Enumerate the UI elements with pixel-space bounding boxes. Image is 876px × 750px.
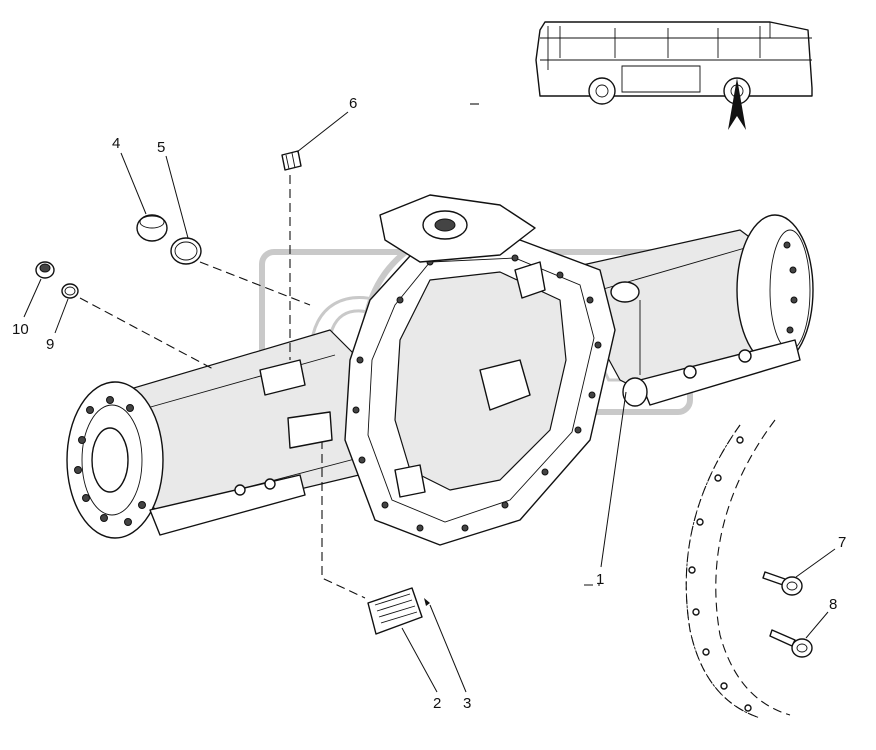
callout-4: 4 — [112, 135, 120, 152]
callout-1: 1 — [596, 571, 604, 588]
nameplate-part-2 — [367, 587, 423, 635]
leader-lines — [23, 111, 836, 693]
plug-part-4 — [136, 214, 168, 242]
callout-10: 10 — [12, 321, 29, 338]
callout-3: 3 — [463, 695, 471, 712]
callout-9: 9 — [46, 336, 54, 353]
plug-part-10 — [35, 261, 55, 279]
seal-ring-part-5 — [170, 237, 202, 265]
callout-8: 8 — [829, 596, 837, 613]
nameplate-seat — [287, 411, 333, 449]
axle-housing — [66, 194, 814, 546]
ring-part-9 — [61, 283, 79, 299]
bolt-part-7 — [762, 571, 803, 596]
cover-gasket — [685, 419, 791, 719]
breather-part-6 — [281, 150, 302, 171]
bus-location-inset — [535, 21, 813, 130]
location-arrow-icon — [728, 78, 746, 130]
callout-7: 7 — [838, 534, 846, 551]
callout-labels: 1 2 3 4 5 6 7 8 9 10 — [12, 95, 846, 712]
callout-2: 2 — [433, 695, 441, 712]
assembly-lines — [79, 103, 600, 599]
callout-6: 6 — [349, 95, 357, 112]
callout-5: 5 — [157, 139, 165, 156]
bolt-part-8 — [769, 629, 813, 658]
rivet-part-3 — [424, 598, 430, 606]
